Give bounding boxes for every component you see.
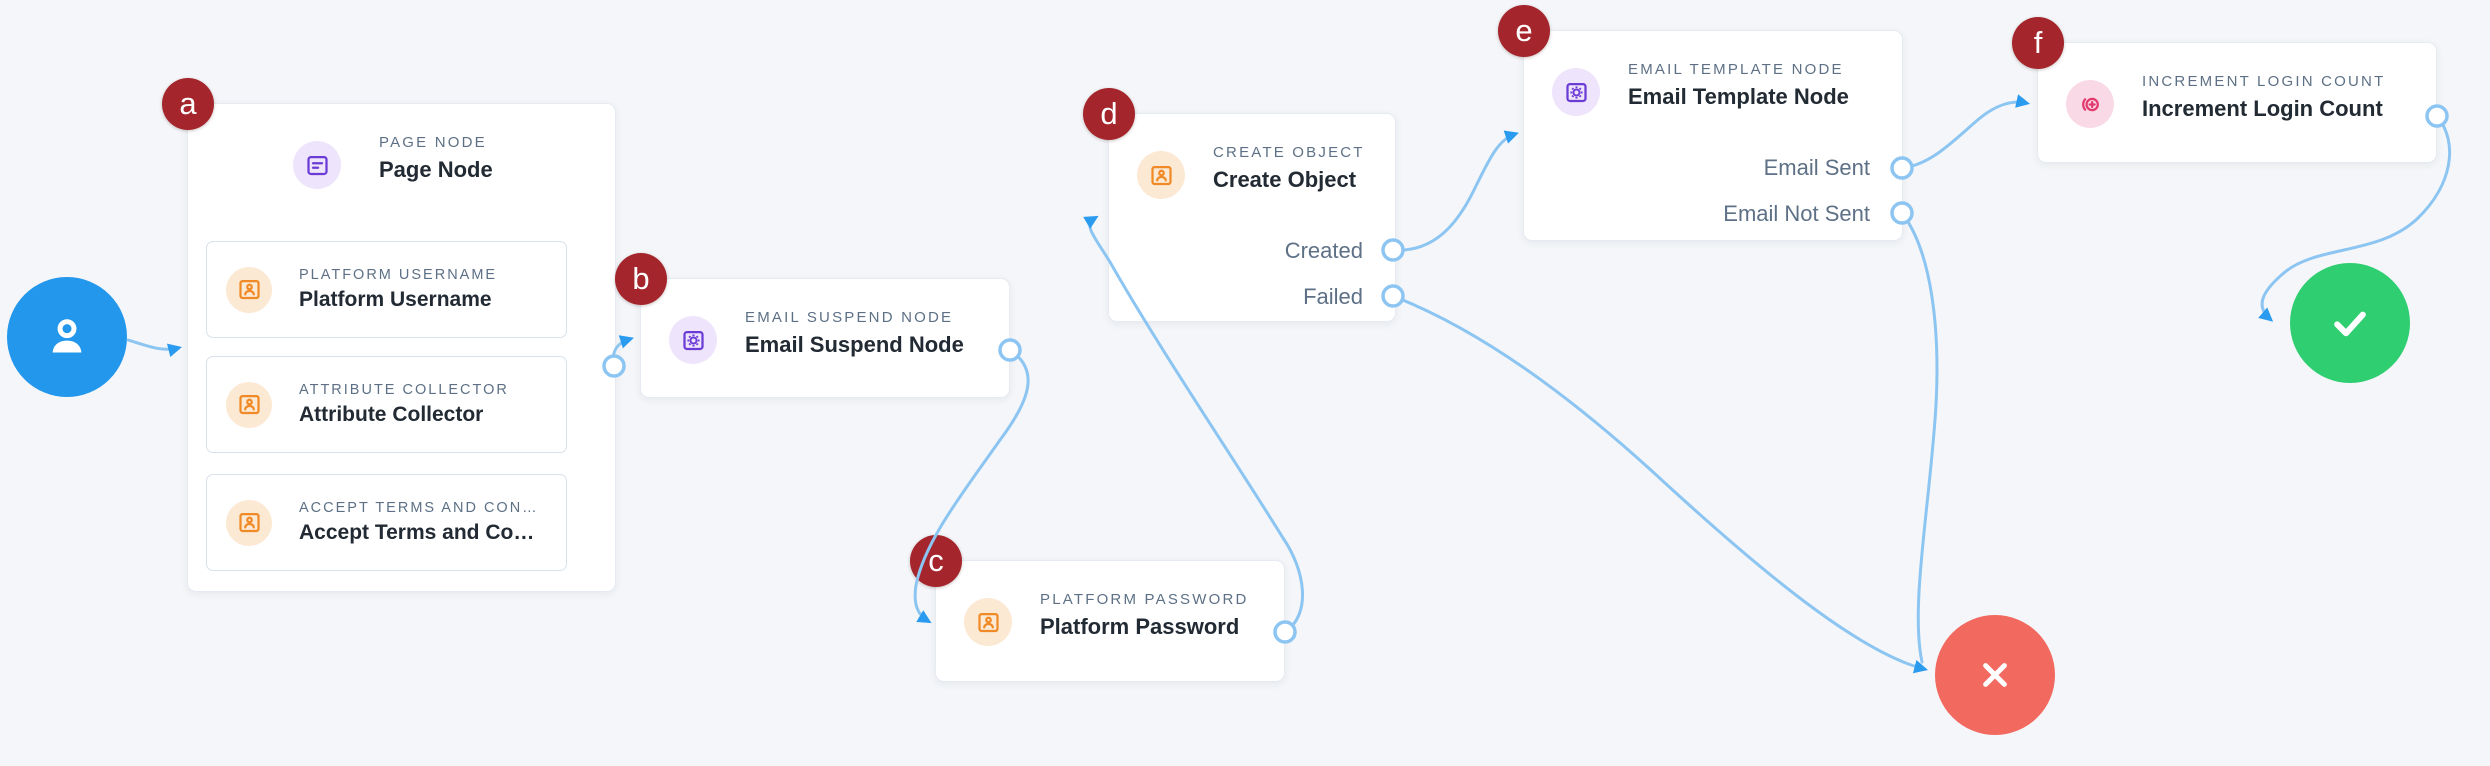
subnode-type-label: ATTRIBUTE COLLECTOR <box>299 382 509 398</box>
gear-square-icon <box>1552 68 1600 116</box>
outcome-created: Created <box>1284 238 1363 263</box>
check-icon <box>2322 295 2378 351</box>
node-title: Platform Password <box>1040 614 1240 639</box>
node-header: PAGE NODE Page Node <box>188 104 615 189</box>
subnode-type-label: ACCEPT TERMS AND CON… <box>299 500 539 516</box>
node-marker-e: e <box>1498 5 1550 57</box>
node-header: INCREMENT LOGIN COUNT Increment Login Co… <box>2038 43 2436 128</box>
contact-card-icon <box>226 499 272 546</box>
edge-start-to-page-node[interactable] <box>126 338 183 358</box>
start-node[interactable] <box>7 277 127 397</box>
node-type-label: INCREMENT LOGIN COUNT <box>2142 73 2386 90</box>
node-title: Email Suspend Node <box>745 332 964 357</box>
subnode-type-label: PLATFORM USERNAME <box>299 267 498 283</box>
subnode-accept-terms[interactable]: ACCEPT TERMS AND CON… Accept Terms and C… <box>206 474 567 571</box>
node-title: Page Node <box>379 157 493 182</box>
subnode-title: Platform Username <box>299 288 492 311</box>
node-marker-c: c <box>910 535 962 587</box>
node-header: CREATE OBJECT Create Object <box>1109 114 1395 199</box>
form-icon <box>293 141 341 189</box>
node-header: PLATFORM PASSWORD Platform Password <box>936 561 1284 646</box>
user-icon <box>40 310 94 364</box>
plus-circle-increment-icon <box>2066 80 2114 128</box>
node-header: EMAIL TEMPLATE NODE Email Template Node <box>1524 31 1902 116</box>
x-icon <box>1970 650 2020 700</box>
outcome-email-not-sent: Email Not Sent <box>1723 201 1870 226</box>
subnode-attribute-collector[interactable]: ATTRIBUTE COLLECTOR Attribute Collector <box>206 356 567 453</box>
node-card-email-suspend[interactable]: b EMAIL SUSPEND NODE Email Suspend Node <box>615 253 1010 398</box>
node-card-email-template[interactable]: e EMAIL TEMPLATE NODE Email Template Nod… <box>1498 5 1903 241</box>
node-type-label: EMAIL SUSPEND NODE <box>745 309 954 326</box>
node-card-page-node[interactable]: a PAGE NODE Page Node <box>162 78 616 592</box>
node-title: Increment Login Count <box>2142 96 2383 121</box>
node-card-create-object[interactable]: d CREATE OBJECT Create Object Created Fa… <box>1083 88 1396 322</box>
contact-card-icon <box>1137 151 1185 199</box>
gear-square-icon <box>669 316 717 364</box>
node-type-label: CREATE OBJECT <box>1213 144 1365 161</box>
node-type-label: PLATFORM PASSWORD <box>1040 591 1249 608</box>
subnode-title: Attribute Collector <box>299 403 484 426</box>
subnode-platform-username[interactable]: PLATFORM USERNAME Platform Username <box>206 241 567 338</box>
node-marker-b: b <box>615 253 667 305</box>
node-type-label: PAGE NODE <box>379 134 487 151</box>
subnode-title: Accept Terms and Co… <box>299 521 535 544</box>
outcome-email-sent: Email Sent <box>1763 155 1870 180</box>
edge-created-to-email-template[interactable] <box>1391 130 1519 252</box>
contact-card-icon <box>226 266 272 313</box>
outcome-failed: Failed <box>1303 284 1363 309</box>
node-title: Email Template Node <box>1628 84 1849 109</box>
success-node[interactable] <box>2290 263 2410 383</box>
edge-email-sent-to-increment[interactable] <box>1900 94 2031 170</box>
node-title: Create Object <box>1213 167 1357 192</box>
node-card-platform-password[interactable]: c PLATFORM PASSWORD Platform Password <box>910 535 1285 682</box>
node-card-increment-login-count[interactable]: f INCREMENT LOGIN COUNT Increment Login … <box>2012 17 2437 163</box>
edge-email-not-sent-to-failure[interactable] <box>1900 211 1939 664</box>
edge-failed-to-failure[interactable] <box>1391 294 1929 674</box>
node-marker-f: f <box>2012 17 2064 69</box>
contact-card-icon <box>226 381 272 428</box>
contact-card-icon <box>964 598 1012 646</box>
failure-node[interactable] <box>1935 615 2055 735</box>
node-marker-d: d <box>1083 88 1135 140</box>
node-header: EMAIL SUSPEND NODE Email Suspend Node <box>641 279 1009 364</box>
node-marker-a: a <box>162 78 214 130</box>
node-type-label: EMAIL TEMPLATE NODE <box>1628 61 1844 78</box>
